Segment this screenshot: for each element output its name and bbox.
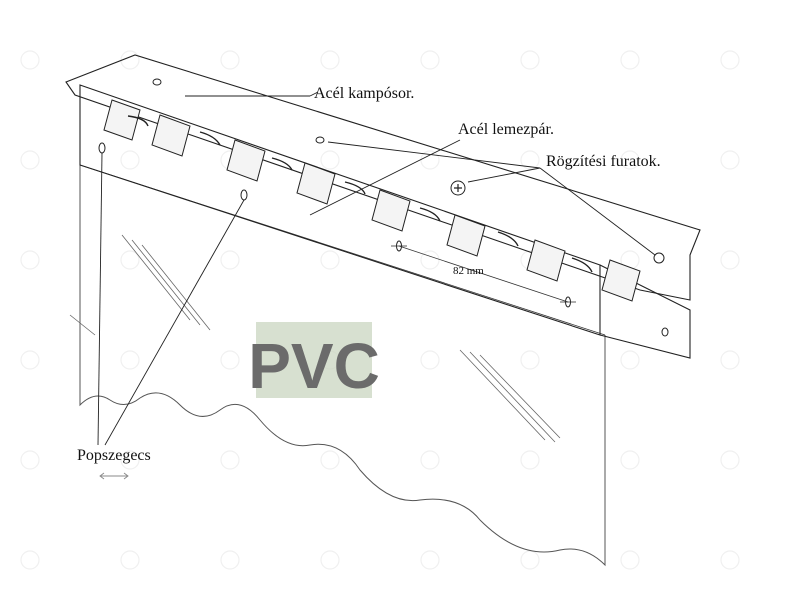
double-arrow-icon (99, 472, 129, 480)
dimension-marker: 82 mm (391, 240, 576, 308)
pvc-label: PVC (248, 330, 380, 402)
hook-slots (127, 115, 593, 273)
rivet-label: Popszegecs (77, 447, 151, 464)
fixing-holes-label: Rögzítési furatok. (546, 153, 661, 170)
leader-lines (97, 91, 656, 446)
plate-pair-label: Acél lemezpár. (458, 121, 554, 138)
hook-rail-label: Acél kampósor. (314, 85, 414, 102)
rail-hole-left (152, 78, 162, 86)
rail-hole-mid (315, 136, 325, 144)
steel-plate-pair (79, 84, 691, 359)
hook-tabs (103, 99, 641, 302)
screw-icon (454, 184, 462, 192)
plate-hole-right (661, 327, 669, 337)
pvc-badge: PVC (248, 322, 380, 402)
panel-sheen (69, 234, 561, 443)
rivet-hole-left (98, 142, 106, 154)
rivet-hole-mid (240, 189, 248, 201)
steel-hook-rail (65, 54, 701, 302)
rail-hole-right (653, 252, 665, 264)
dimension-label: 82 mm (453, 265, 484, 277)
watermark-pattern (20, 50, 740, 570)
